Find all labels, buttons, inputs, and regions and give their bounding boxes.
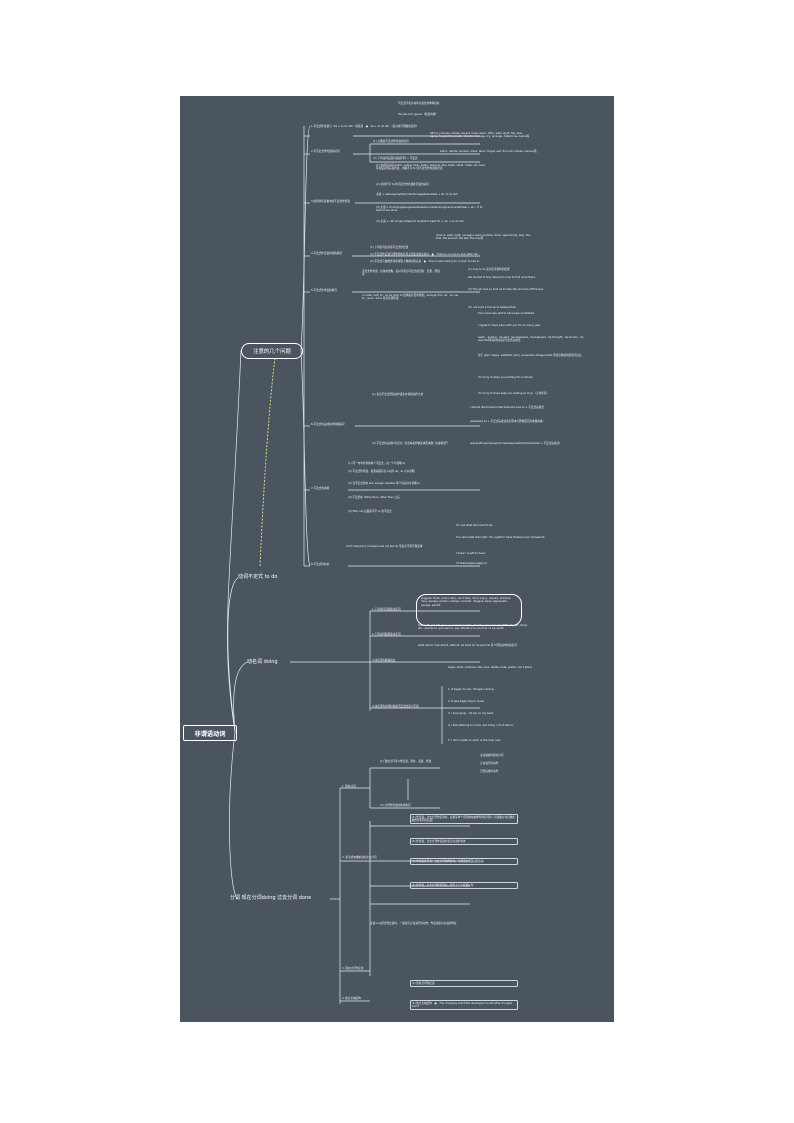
b1-detail-0: afford, promise, refuse, expect, hope, l… xyxy=(430,132,530,139)
b1-detail-7: (3) 主语 + think/judge/suppose/believe/con… xyxy=(376,206,483,213)
b1-detail-11: (2) 不定式作定语与所修饰的名词之间是动宾关系时 ● There is no … xyxy=(370,253,479,256)
branch-node-b2[interactable]: 动词不定式 to do xyxy=(238,574,278,580)
b1-detail-24: I'm sorry to have kept you waiting so lo… xyxy=(478,392,549,395)
b3-detail-4: 1. It began to rain. It began raining. xyxy=(448,688,495,691)
b4-detail-0: (1) 现在分词可以作定语、宾补、表语、状语 xyxy=(380,760,432,763)
b1-detail-19: The novel was said to have been publishe… xyxy=(478,312,535,315)
b1-detail-34: (5) Why not 后面接不带 to 的不定式 xyxy=(348,510,392,513)
branch-node-b4[interactable]: 分词 现在分词doing 过去分词 done xyxy=(230,895,312,901)
b3-detail-1: leave off, put off, give up, look forwar… xyxy=(418,624,528,631)
b1-detail-28: (2) 不定式的完成时可表示 “过去本来想做某事而未做” 的虚拟语气 xyxy=(372,442,449,445)
b4-detail-2: 正在进行的动作 xyxy=(480,762,499,765)
b1-detail-20: I regret to have been with you for so ma… xyxy=(478,324,541,327)
b3-detail-2: what about, how about, without, be tired… xyxy=(418,644,517,647)
b4-item-2[interactable]: 2. 表示状态或被动的过去分词 xyxy=(342,856,377,859)
b3-detail-6: 3. I love lying... (to lie) on my back. xyxy=(448,712,494,715)
b1-detail-18: I'm not such a fool as to believe that. xyxy=(468,306,517,309)
b1-detail-15: We hurried to the classroom only to find… xyxy=(468,276,536,279)
b1-detail-12: (3) 不定式与被修饰词在逻辑上构成动宾关系 ● She is now look… xyxy=(370,260,481,263)
b4-item-4[interactable]: 4. 独立主格结构 xyxy=(342,997,361,1000)
b1-detail-9: chance, wish, right, courage, need, prom… xyxy=(436,234,531,241)
b4-detail-10: (1) 现在分词作定语 xyxy=(410,980,518,987)
b1-detail-32: (3) 当不定式用在 but, except, besides 等介词后时可省略… xyxy=(348,482,421,485)
b4-detail-7: (3) 作宾语补足语，过去分词作宾补时，与宾语之间是动宾关系 xyxy=(410,858,518,865)
b1-top-note-1: 不定式不表示动词主语的具体特征时 xyxy=(398,102,440,105)
connector-root-b4 xyxy=(229,731,239,900)
b1-detail-6: 主语 + ask/require/tell/order/force/get/wa… xyxy=(376,193,459,196)
b3-item-2[interactable]: 2.下列动词既能接动名词 xyxy=(372,633,401,636)
b1-detail-33: (4) 不定式在 rather than, other than 之后 xyxy=(348,496,400,499)
b3-detail-0: suggest, finish, avoid, stop, can't help… xyxy=(416,594,522,626)
b4-detail-5: (1) 作定语，过去分词作定语时，如果是单个词应放在被修饰的名词前；短语或从句应… xyxy=(410,814,518,825)
b4-detail-6: (2) 作表语，过去分词作表语时表示主语的状态 xyxy=(410,838,518,845)
b1-detail-13: 不定式作状语，常用在结构，如只不表示不定式的目的、结果、原因等 xyxy=(362,270,440,277)
b3-detail-8: 5. I don't prefer to swim in the river n… xyxy=(448,739,501,742)
b1-item-6[interactable]: 6.不定式的完成时的特殊情况 xyxy=(311,423,345,426)
b1-item-2[interactable]: 2.带不定式作宾语的动词 xyxy=(311,150,340,153)
b4-detail-4: (2) 分词作状语的各种情况 xyxy=(380,804,411,807)
b1-detail-21: seem、appear、be said、be supposed、be belie… xyxy=(478,336,584,343)
b3-detail-5: 2. It was beginning to snow. xyxy=(448,700,485,703)
b1-detail-8: (4) 主语 + call on/upon/depend on/wait for… xyxy=(376,220,465,223)
branch-node-b3[interactable]: 动名词 doing xyxy=(247,659,278,665)
b1-detail-10: (1) 下列名词后常接不定式作定语 xyxy=(370,246,409,249)
b3-item-4[interactable]: 4.动名词的动词时态和不定式的意义区别 xyxy=(372,705,419,708)
b1-detail-2: teach, decide, wonder, show, learn, forg… xyxy=(440,150,540,153)
connector-b1-bottom xyxy=(300,349,311,567)
b1-detail-3: (2) 下列动词后面可接疑问词 + 不定式 xyxy=(373,157,418,160)
b1-detail-25: (1) 表示不定式所指动作发生在谓语动作之前 xyxy=(372,393,424,396)
b3-item-1[interactable]: 1.下列动词只能接动名词 xyxy=(372,608,401,611)
b1-detail-27: (was/were to + 不定式完成式表示原本打算做而实际未做的事) xyxy=(470,420,544,423)
branch-node-b1[interactable]: 注意的几个问题 xyxy=(241,343,303,359)
b1-detail-37: You came late last night. You ought to h… xyxy=(456,536,546,539)
b1-detail-35: can't help/can't choose/could not but do… xyxy=(346,545,423,548)
b1-item-8[interactable]: 8.不定式的时态 xyxy=(311,563,330,566)
connector-lines xyxy=(227,125,480,1004)
b1-item-7[interactable]: 7.不定式的省略 xyxy=(311,487,330,490)
b4-detail-11: (2) 独立主格结构 ● The changing world/the deve… xyxy=(410,1000,518,1011)
b1-item-5[interactable]: 5.不定式作状语的情况 xyxy=(311,289,337,292)
b1-item-1[interactable]: 1.不定式作表语与 “be + to do sth.” 的区别 ● be + t… xyxy=(311,125,419,128)
b1-detail-16: (2) The girl was so kind as to help the … xyxy=(468,288,544,291)
b1-detail-1: (1) 只能接不定式作宾语的动词 xyxy=(373,140,409,143)
b3-detail-3: begin, start, continue, like, love, disl… xyxy=(448,666,532,669)
b1-item-3[interactable]: 3.如何辨析表格中的不定式作宾语 xyxy=(311,200,350,203)
connector-root-b3 xyxy=(233,661,248,733)
b1-detail-30: (1) 同一句中并列的两个不定式，后一个可省略 to xyxy=(348,462,406,465)
connector-root-b1 xyxy=(227,349,242,733)
connector-b1-top xyxy=(300,125,311,351)
b4-item-3[interactable]: 3. 现在分词作定语 xyxy=(342,967,364,970)
connector-root-b2 xyxy=(227,577,239,733)
b1-item-4[interactable]: 4.不定式作定语的特殊情况 xyxy=(311,252,343,255)
b1-detail-26: I should like to/would like to/would lov… xyxy=(470,406,544,409)
b1-detail-38: I knew I ought to have. xyxy=(456,552,486,555)
b1-detail-39: I'd like/love/be happy to. xyxy=(456,562,488,565)
b1-detail-23: I'm sorry to keep you waiting for a minu… xyxy=(478,376,534,379)
b1-detail-31: (2) 不定式作宾语，如果前面有实义动词 do，to 可以省略 xyxy=(348,470,415,473)
root-node[interactable]: 非谓语动词 xyxy=(183,725,237,741)
b3-item-3[interactable]: 3.动名词的特殊用法 xyxy=(372,659,396,662)
b1-detail-29: (expect/hope/mean/promise/suppose/think/… xyxy=(470,442,561,445)
b4-detail-8: (4) 作状语，过去分词作状语时，相当于一个状语从句 xyxy=(410,882,518,889)
b1-top-note-2: His job is to guard.（职责内容） xyxy=(398,113,438,116)
b1-detail-4: (1) 在感官动词 watch, notice, hear, listen, o… xyxy=(376,164,486,171)
b4-item-1[interactable]: 1. 现在分词 xyxy=(342,785,356,788)
b1-detail-14: (1) only to do 表示出乎意料的结果 xyxy=(468,268,510,271)
b1-detail-17: in order (not) to、so as (not) to 结构表示目的状… xyxy=(362,294,459,301)
b4-detail-1: 主动语态的现在分词 xyxy=(480,754,504,757)
b4-detail-3: 已经完成的动作 xyxy=(480,770,499,773)
b3-detail-7: 4. I like listening to music, but today … xyxy=(448,724,514,727)
b1-detail-22: 用于 glad, happy, satisfied, sorry, surpri… xyxy=(478,354,582,357)
b1-detail-5: (2) 常用不带 to 的不定式作宾语补足语的动词 xyxy=(376,183,429,186)
b4-detail-9: 主语+ing形式作定语时，一般表示正在进行的动作；作表语表示主语的特征 xyxy=(370,922,457,925)
mind-map-canvas: 非谓语动词 注意的几个问题 动词不定式 to do 动名词 doing 分词 现… xyxy=(180,96,614,1022)
b1-detail-36: I'm not what she used to be. xyxy=(456,524,494,527)
relation-dashed-line xyxy=(259,357,276,567)
